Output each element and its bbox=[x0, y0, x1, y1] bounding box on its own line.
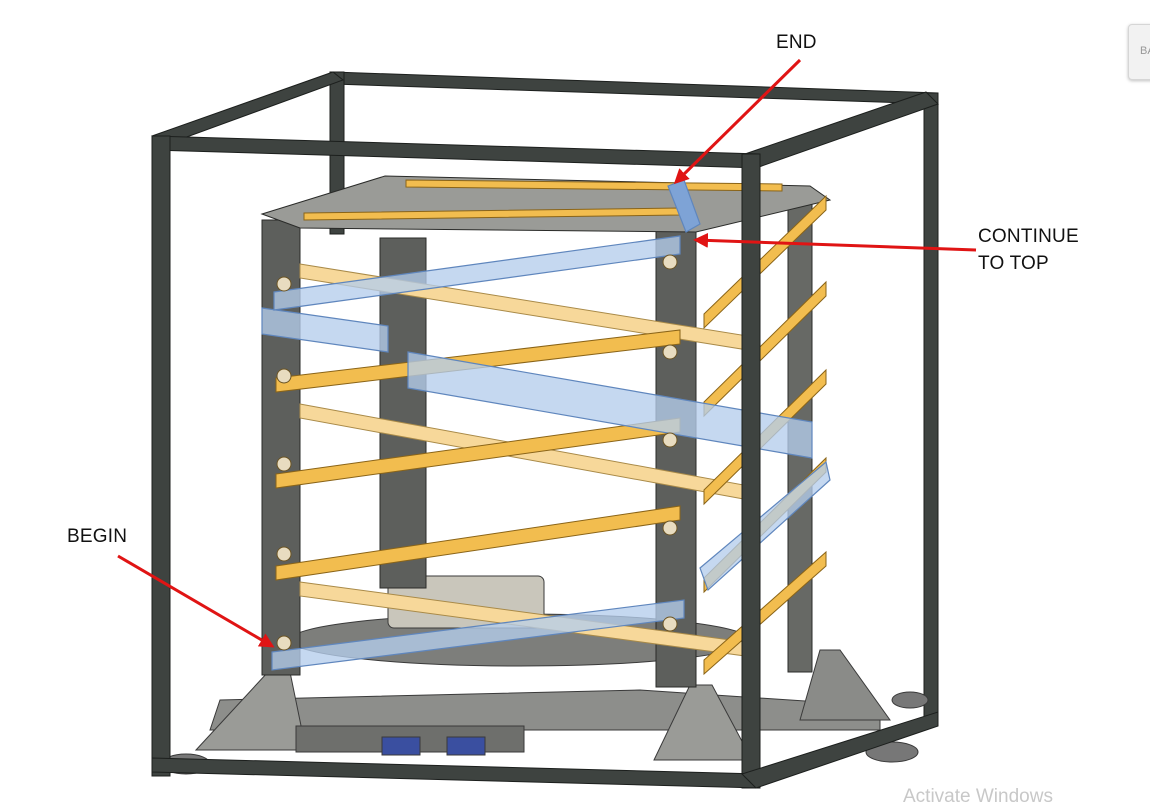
foot-pad-back bbox=[891, 691, 929, 709]
bolt-5 bbox=[276, 635, 292, 651]
annotation-arrows bbox=[117, 58, 977, 648]
bolt-6 bbox=[662, 254, 678, 270]
frame-top-left-depth-rail bbox=[151, 71, 345, 147]
base-plate bbox=[209, 689, 881, 731]
bolt-10 bbox=[662, 616, 678, 632]
bolt-1 bbox=[276, 276, 292, 292]
bolt-7 bbox=[662, 344, 678, 360]
frame-back-top-rail bbox=[332, 71, 939, 105]
blue-bar-side-lower bbox=[699, 460, 831, 592]
blue-bar-diagonal bbox=[407, 351, 813, 459]
blue-bar-top-front bbox=[273, 235, 681, 311]
back-right-foot bbox=[799, 649, 891, 721]
frame-front-right-post bbox=[741, 153, 761, 789]
begin-arrow bbox=[117, 554, 275, 648]
front-rod-2 bbox=[275, 417, 681, 489]
mounting-bolts bbox=[276, 254, 678, 651]
blue-bar-bottom bbox=[271, 599, 685, 671]
front-rod-3 bbox=[275, 505, 681, 581]
bolt-2 bbox=[276, 368, 292, 384]
activate-windows-watermark: Activate Windows bbox=[903, 786, 1053, 807]
side-rod-5 bbox=[703, 550, 827, 676]
front-right-foot bbox=[653, 684, 753, 761]
side-rod-1 bbox=[703, 194, 827, 330]
label-continue-to-top: CONTINUE TO TOP bbox=[978, 223, 1079, 277]
label-end: END bbox=[776, 32, 817, 53]
frame-top-front-rail bbox=[151, 135, 761, 169]
outer-frame-front bbox=[151, 71, 939, 789]
label-continue-line-1: CONTINUE bbox=[978, 226, 1079, 247]
label-continue-line-2: TO TOP bbox=[978, 253, 1049, 274]
frame-bottom-front-rail bbox=[151, 757, 761, 789]
front-rod-1 bbox=[275, 329, 681, 393]
front-rods bbox=[275, 329, 681, 581]
top-rod-1 bbox=[405, 179, 783, 192]
bolt-3 bbox=[276, 456, 292, 472]
bolt-4 bbox=[276, 546, 292, 562]
connector-2 bbox=[446, 736, 486, 756]
label-begin: BEGIN bbox=[67, 526, 128, 547]
frame-back-right-post bbox=[923, 92, 939, 721]
end-arrow bbox=[673, 58, 802, 185]
frame-bottom-right-rail bbox=[741, 711, 939, 789]
blue-path-bars bbox=[261, 179, 831, 671]
continue-arrow bbox=[693, 232, 977, 252]
corner-partial-button[interactable]: BA bbox=[1128, 24, 1150, 80]
front-left-foot bbox=[194, 671, 307, 751]
bolt-9 bbox=[662, 520, 678, 536]
bolt-8 bbox=[662, 432, 678, 448]
connector-1 bbox=[381, 736, 421, 756]
blue-bar-clip-left bbox=[261, 307, 389, 353]
frame-top-right-depth-rail bbox=[741, 91, 939, 169]
frame-front-left-post bbox=[151, 135, 171, 777]
corner-button-label: BA bbox=[1140, 45, 1150, 57]
